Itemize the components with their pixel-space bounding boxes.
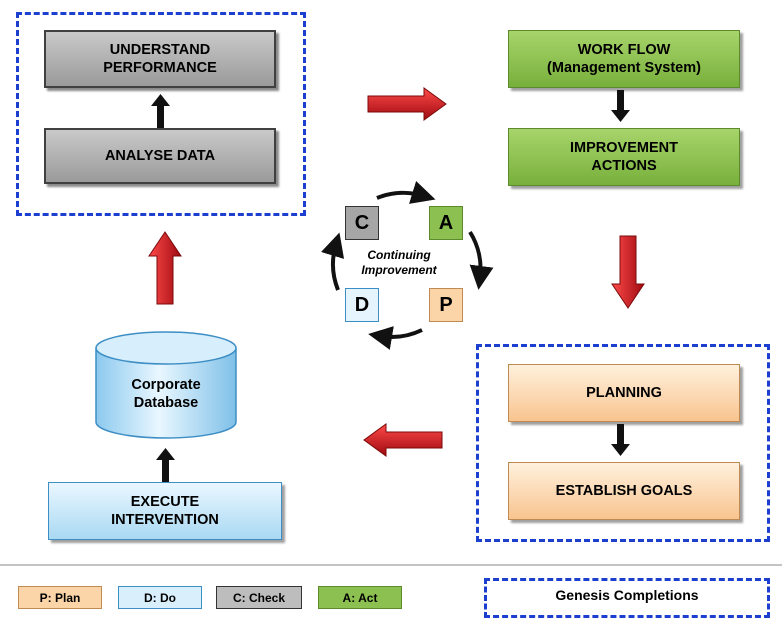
cycle-label-line1: Continuing [367,248,431,262]
red-arrow-left [363,423,443,457]
establish-goals-block: ESTABLISH GOALS [508,462,740,520]
improvement-actions-block: IMPROVEMENT ACTIONS [508,128,740,186]
legend-act: A: Act [318,586,402,609]
company-name: Genesis Completions [555,587,699,603]
legend-do: D: Do [118,586,202,609]
cycle-label-line2: Improvement [361,263,437,277]
analysis-group-frame [16,12,306,216]
red-arrow-right [367,87,447,121]
pdca-do: D [345,288,379,322]
arrow-analyse-to-understand [151,94,170,128]
arrow-planning-to-goals [611,424,630,456]
pdca-check: C [345,206,379,240]
arrow-workflow-to-improvement [611,90,630,122]
analyse-data-block: ANALYSE DATA [44,128,276,184]
corporate-database-label: Corporate Database [131,377,201,411]
execute-intervention-block: EXECUTE INTERVENTION [48,482,282,540]
red-arrow-down [611,235,645,309]
legend-check: C: Check [216,586,302,609]
pdca-act: A [429,206,463,240]
work-flow-block: WORK FLOW (Management System) [508,30,740,88]
planning-group-frame [476,344,770,542]
arrow-execute-to-database [156,448,175,482]
continuing-improvement-label: Continuing Improvement [334,248,464,278]
red-arrow-up [148,231,182,305]
database-cylinder [95,331,237,439]
company-box: Genesis Completions [484,578,770,618]
pdca-plan: P [429,288,463,322]
cycle-arrows [321,180,494,350]
understand-performance-block: UNDERSTAND PERFORMANCE [44,30,276,88]
planning-block: PLANNING [508,364,740,422]
legend-plan: P: Plan [18,586,102,609]
